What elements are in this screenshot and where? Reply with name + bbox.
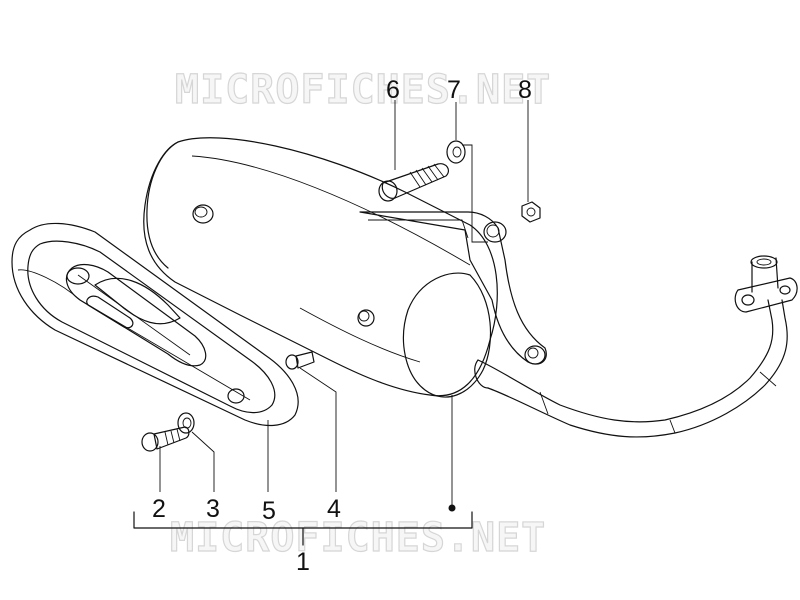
callout-7: 7 <box>447 76 461 104</box>
screw-part-2 <box>141 426 190 452</box>
watermark-top: MICROFICHES.NET <box>175 67 551 113</box>
callout-8: 8 <box>518 76 532 104</box>
watermark-bottom: MICROFICHES.NET <box>170 515 546 561</box>
callout-5: 5 <box>262 497 276 525</box>
heat-shield-cover <box>11 222 299 426</box>
washer-part-7 <box>446 140 466 164</box>
mounting-bracket <box>359 211 547 365</box>
callout-4: 4 <box>327 495 341 523</box>
callout-6: 6 <box>386 76 400 104</box>
callout-labels: 6 7 8 2 3 5 4 1 <box>152 76 532 576</box>
callout-2: 2 <box>152 495 166 523</box>
bolt-part-6 <box>378 163 450 202</box>
callout-1: 1 <box>296 548 310 576</box>
leader-dot <box>448 504 456 512</box>
leader-lines <box>133 100 529 546</box>
nut-part-8 <box>521 201 541 223</box>
callout-3: 3 <box>206 495 220 523</box>
washer-part-3 <box>177 412 195 434</box>
exhaust-pipe <box>474 255 798 438</box>
screw-part-4 <box>285 351 315 370</box>
muffler-body <box>143 137 498 398</box>
